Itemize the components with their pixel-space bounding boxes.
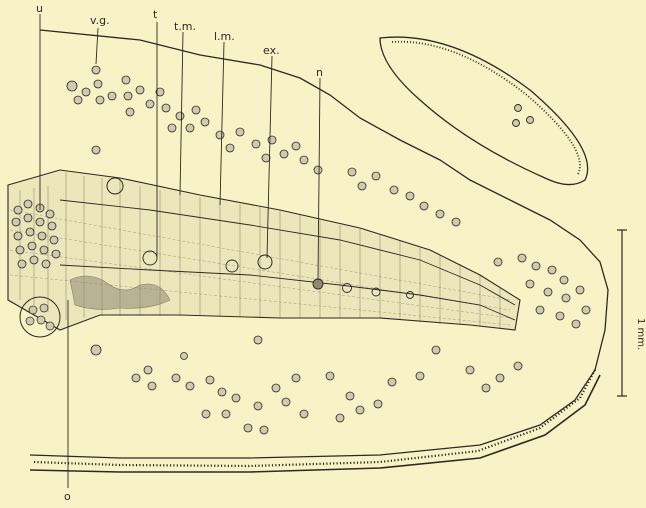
label-lm: l.m. bbox=[214, 30, 235, 43]
label-vg: v.g. bbox=[90, 14, 110, 27]
label-tm: t.m. bbox=[174, 20, 196, 33]
label-o: o bbox=[64, 490, 71, 503]
label-ex: ex. bbox=[263, 44, 280, 57]
label-u: u bbox=[36, 2, 43, 15]
label-n: n bbox=[316, 66, 323, 79]
scale-bar-label: 1 mm. bbox=[635, 318, 646, 350]
label-t: t bbox=[153, 8, 158, 21]
